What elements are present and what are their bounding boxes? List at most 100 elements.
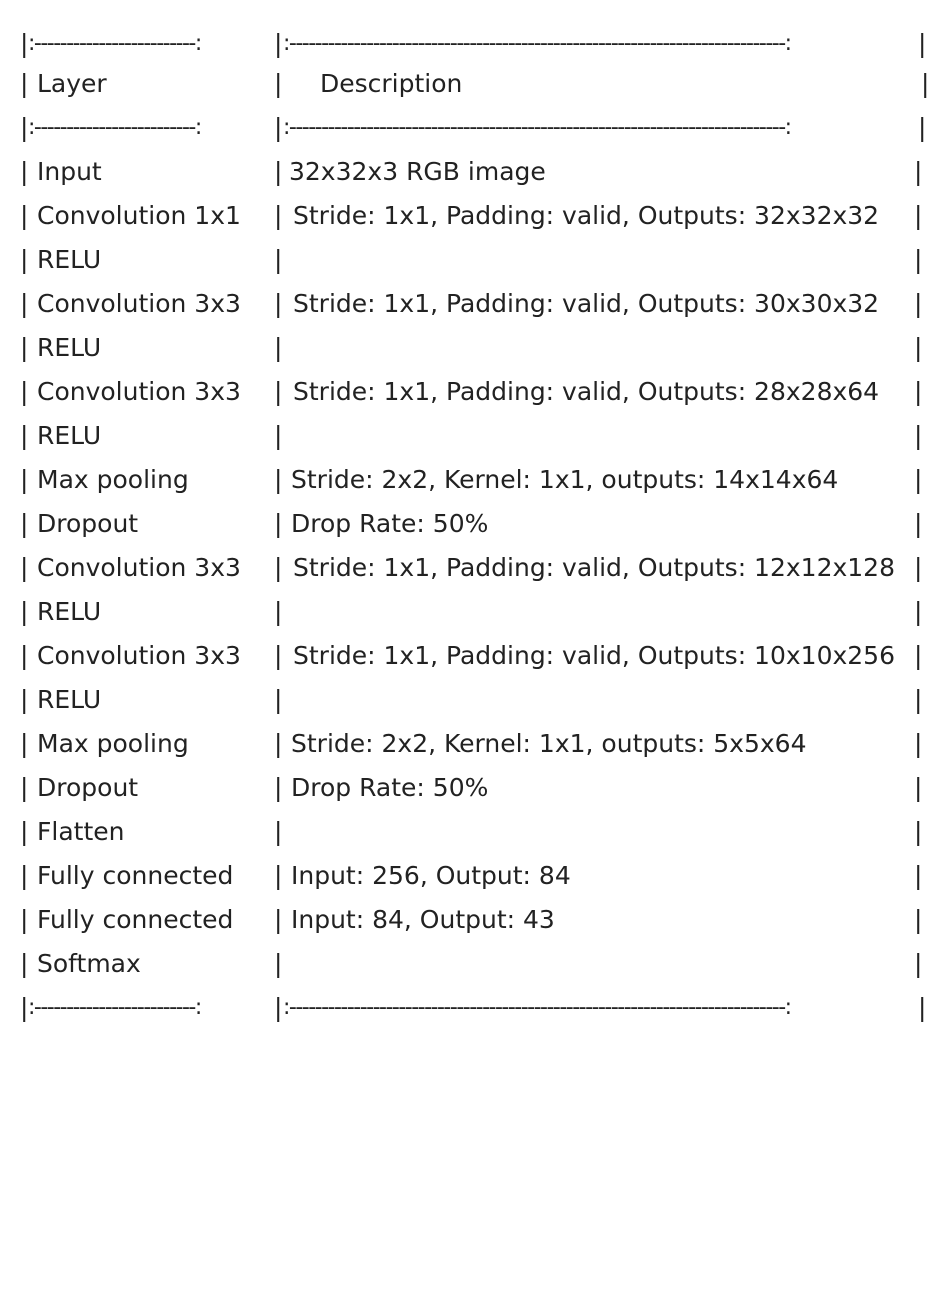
pipe-char: | bbox=[20, 201, 29, 230]
pipe-char: | bbox=[274, 861, 283, 890]
pipe-char: | bbox=[914, 641, 923, 670]
description-cell: 32x32x3 RGB image bbox=[289, 157, 546, 186]
layer-cell: RELU bbox=[37, 333, 102, 362]
description-cell: Stride: 1x1, Padding: valid, Outputs: 32… bbox=[293, 201, 880, 230]
pipe-char: | bbox=[20, 993, 29, 1022]
description-cell: Stride: 1x1, Padding: valid, Outputs: 10… bbox=[293, 641, 895, 670]
table-row: | Flatten | | bbox=[0, 810, 940, 854]
pipe-char: | bbox=[914, 289, 923, 318]
pipe-char: | bbox=[914, 553, 923, 582]
pipe-char: | bbox=[20, 421, 29, 450]
pipe-char: | bbox=[914, 465, 923, 494]
pipe-char: | bbox=[274, 773, 283, 802]
pipe-char: | bbox=[918, 113, 927, 142]
table-row: | Convolution 1x1 | Stride: 1x1, Padding: v… bbox=[0, 194, 940, 238]
pipe-char: | bbox=[914, 685, 923, 714]
pipe-char: | bbox=[274, 377, 283, 406]
pipe-char: | bbox=[914, 201, 923, 230]
layer-cell: Fully connected bbox=[37, 905, 234, 934]
pipe-char: | bbox=[914, 245, 923, 274]
pipe-char: | bbox=[918, 29, 927, 58]
pipe-char: | bbox=[20, 553, 29, 582]
table-row: |RELU|| bbox=[0, 414, 940, 458]
pipe-char: | bbox=[20, 465, 29, 494]
pipe-char: | bbox=[20, 113, 29, 142]
pipe-char: | bbox=[914, 509, 923, 538]
layer-cell: Flatten bbox=[37, 817, 125, 846]
layer-cell: Convolution 3x3 bbox=[37, 377, 241, 406]
pipe-char: | bbox=[914, 421, 923, 450]
pipe-char: | bbox=[274, 597, 283, 626]
separator-line-bottom: | :-------------------------: | :-------… bbox=[0, 986, 940, 1030]
table-row: |Softmax|| bbox=[0, 942, 940, 986]
pipe-char: | bbox=[921, 69, 930, 98]
pipe-char: | bbox=[20, 157, 29, 186]
pipe-char: | bbox=[20, 685, 29, 714]
layer-cell: RELU bbox=[37, 685, 102, 714]
layer-cell: Dropout bbox=[37, 509, 139, 538]
pipe-char: | bbox=[20, 597, 29, 626]
description-cell: Stride: 1x1, Padding: valid, Outputs: 30… bbox=[293, 289, 880, 318]
header-description: Description bbox=[320, 69, 463, 98]
table-row: |Max pooling|Stride: 2x2, Kernel: 1x1, o… bbox=[0, 458, 940, 502]
pipe-char: | bbox=[20, 949, 29, 978]
pipe-char: | bbox=[274, 201, 283, 230]
header-layer: Layer bbox=[37, 69, 107, 98]
pipe-char: | bbox=[918, 993, 927, 1022]
table-row: |Input|32x32x3 RGB image| bbox=[0, 150, 940, 194]
pipe-char: | bbox=[274, 993, 283, 1022]
separator-dashes: :-------------------------: bbox=[28, 115, 202, 140]
pipe-char: | bbox=[274, 29, 283, 58]
pipe-char: | bbox=[274, 905, 283, 934]
table-row: |Fully connected|Input: 84, Output: 43| bbox=[0, 898, 940, 942]
pipe-char: | bbox=[20, 29, 29, 58]
pipe-char: | bbox=[914, 817, 923, 846]
description-cell: Stride: 1x1, Padding: valid, Outputs: 28… bbox=[293, 377, 880, 406]
separator-dashes: :-------------------------: bbox=[28, 31, 202, 56]
pipe-char: | bbox=[20, 817, 29, 846]
separator-dashes: :---------------------------------------… bbox=[283, 995, 792, 1020]
table-row: |Convolution 3x3|Stride: 1x1, Padding: v… bbox=[0, 370, 940, 414]
table-row: |Dropout|Drop Rate: 50%| bbox=[0, 502, 940, 546]
pipe-char: | bbox=[274, 245, 283, 274]
table-row: |Convolution 3x3|Stride: 1x1, Padding: v… bbox=[0, 634, 940, 678]
pipe-char: | bbox=[274, 157, 283, 186]
layer-cell: RELU bbox=[37, 597, 102, 626]
pipe-char: | bbox=[274, 289, 283, 318]
pipe-char: | bbox=[274, 817, 283, 846]
pipe-char: | bbox=[20, 69, 29, 98]
layer-cell: Convolution 1x1 bbox=[37, 201, 241, 230]
description-cell: Drop Rate: 50% bbox=[291, 773, 489, 802]
description-cell: Stride: 2x2, Kernel: 1x1, outputs: 5x5x6… bbox=[291, 729, 807, 758]
pipe-char: | bbox=[914, 597, 923, 626]
pipe-char: | bbox=[274, 641, 283, 670]
layer-cell: Fully connected bbox=[37, 861, 234, 890]
layer-cell: Max pooling bbox=[37, 729, 189, 758]
header-line: | Layer | Description | bbox=[0, 62, 940, 106]
pipe-char: | bbox=[20, 509, 29, 538]
pipe-char: | bbox=[20, 773, 29, 802]
separator-dashes: :-------------------------: bbox=[28, 995, 202, 1020]
pipe-char: | bbox=[274, 949, 283, 978]
pipe-char: | bbox=[274, 113, 283, 142]
layer-cell: Input bbox=[37, 157, 102, 186]
table-row: |Convolution 3x3|Stride: 1x1, Padding: v… bbox=[0, 546, 940, 590]
table-row: |Dropout|Drop Rate: 50%| bbox=[0, 766, 940, 810]
markdown-table: | :-------------------------: | :-------… bbox=[0, 22, 940, 1030]
description-cell: Input: 84, Output: 43 bbox=[291, 905, 555, 934]
separator-dashes: :---------------------------------------… bbox=[283, 31, 792, 56]
pipe-char: | bbox=[274, 421, 283, 450]
pipe-char: | bbox=[274, 509, 283, 538]
table-row: |RELU|| bbox=[0, 326, 940, 370]
pipe-char: | bbox=[20, 729, 29, 758]
layer-cell: Convolution 3x3 bbox=[37, 289, 241, 318]
separator-line-top: | :-------------------------: | :-------… bbox=[0, 22, 940, 66]
pipe-char: | bbox=[274, 553, 283, 582]
pipe-char: | bbox=[20, 333, 29, 362]
pipe-char: | bbox=[20, 245, 29, 274]
table-row: |RELU|| bbox=[0, 238, 940, 282]
pipe-char: | bbox=[914, 905, 923, 934]
table-row: |RELU|| bbox=[0, 678, 940, 722]
pipe-char: | bbox=[274, 465, 283, 494]
separator-dashes: :---------------------------------------… bbox=[283, 115, 792, 140]
